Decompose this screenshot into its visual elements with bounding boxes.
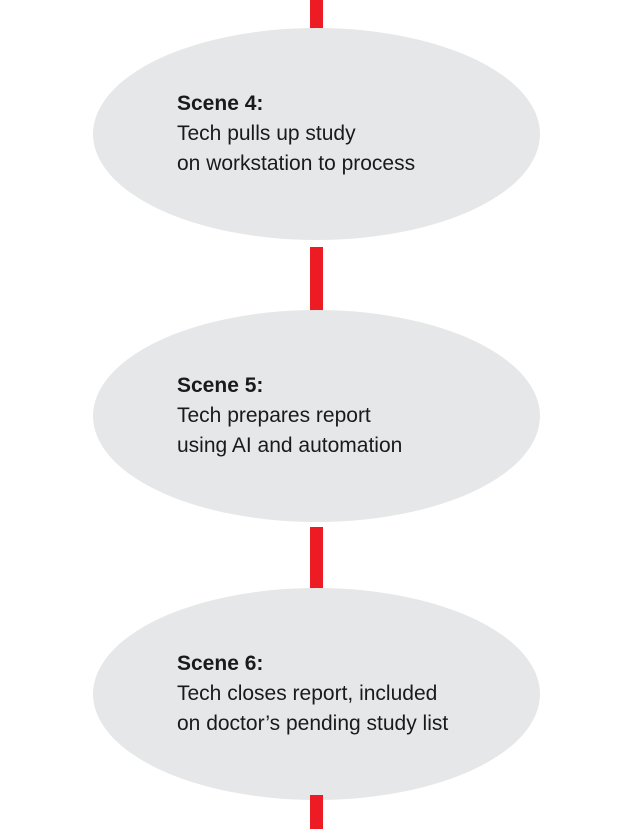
scene-node-5-line2: using AI and automation [177,434,403,457]
scene-node-6-title: Scene 6: [177,652,264,675]
connector-bar-bottom [310,795,323,829]
scene-node-4-line2: on workstation to process [177,152,416,175]
scene-node-5[interactable]: Scene 5: Tech prepares report using AI a… [93,310,540,522]
scene-node-6-line2: on doctor’s pending study list [177,712,449,735]
scene-node-5-line1: Tech prepares report [177,404,371,427]
scene-node-4-text: Scene 4: Tech pulls up study on workstat… [177,89,527,179]
scene-node-4[interactable]: Scene 4: Tech pulls up study on workstat… [93,28,540,240]
connector-bar-top [310,0,323,29]
connector-bar-scene4-to-scene5 [310,247,323,311]
scene-node-6-line1: Tech closes report, included [177,682,438,705]
connector-bar-scene5-to-scene6 [310,527,323,589]
scene-node-5-title: Scene 5: [177,374,264,397]
scene-node-6[interactable]: Scene 6: Tech closes report, included on… [93,588,540,800]
scene-node-4-title: Scene 4: [177,92,264,115]
scene-node-4-line1: Tech pulls up study [177,122,356,145]
scene-node-6-text: Scene 6: Tech closes report, included on… [177,649,527,739]
scene-node-5-text: Scene 5: Tech prepares report using AI a… [177,371,527,461]
